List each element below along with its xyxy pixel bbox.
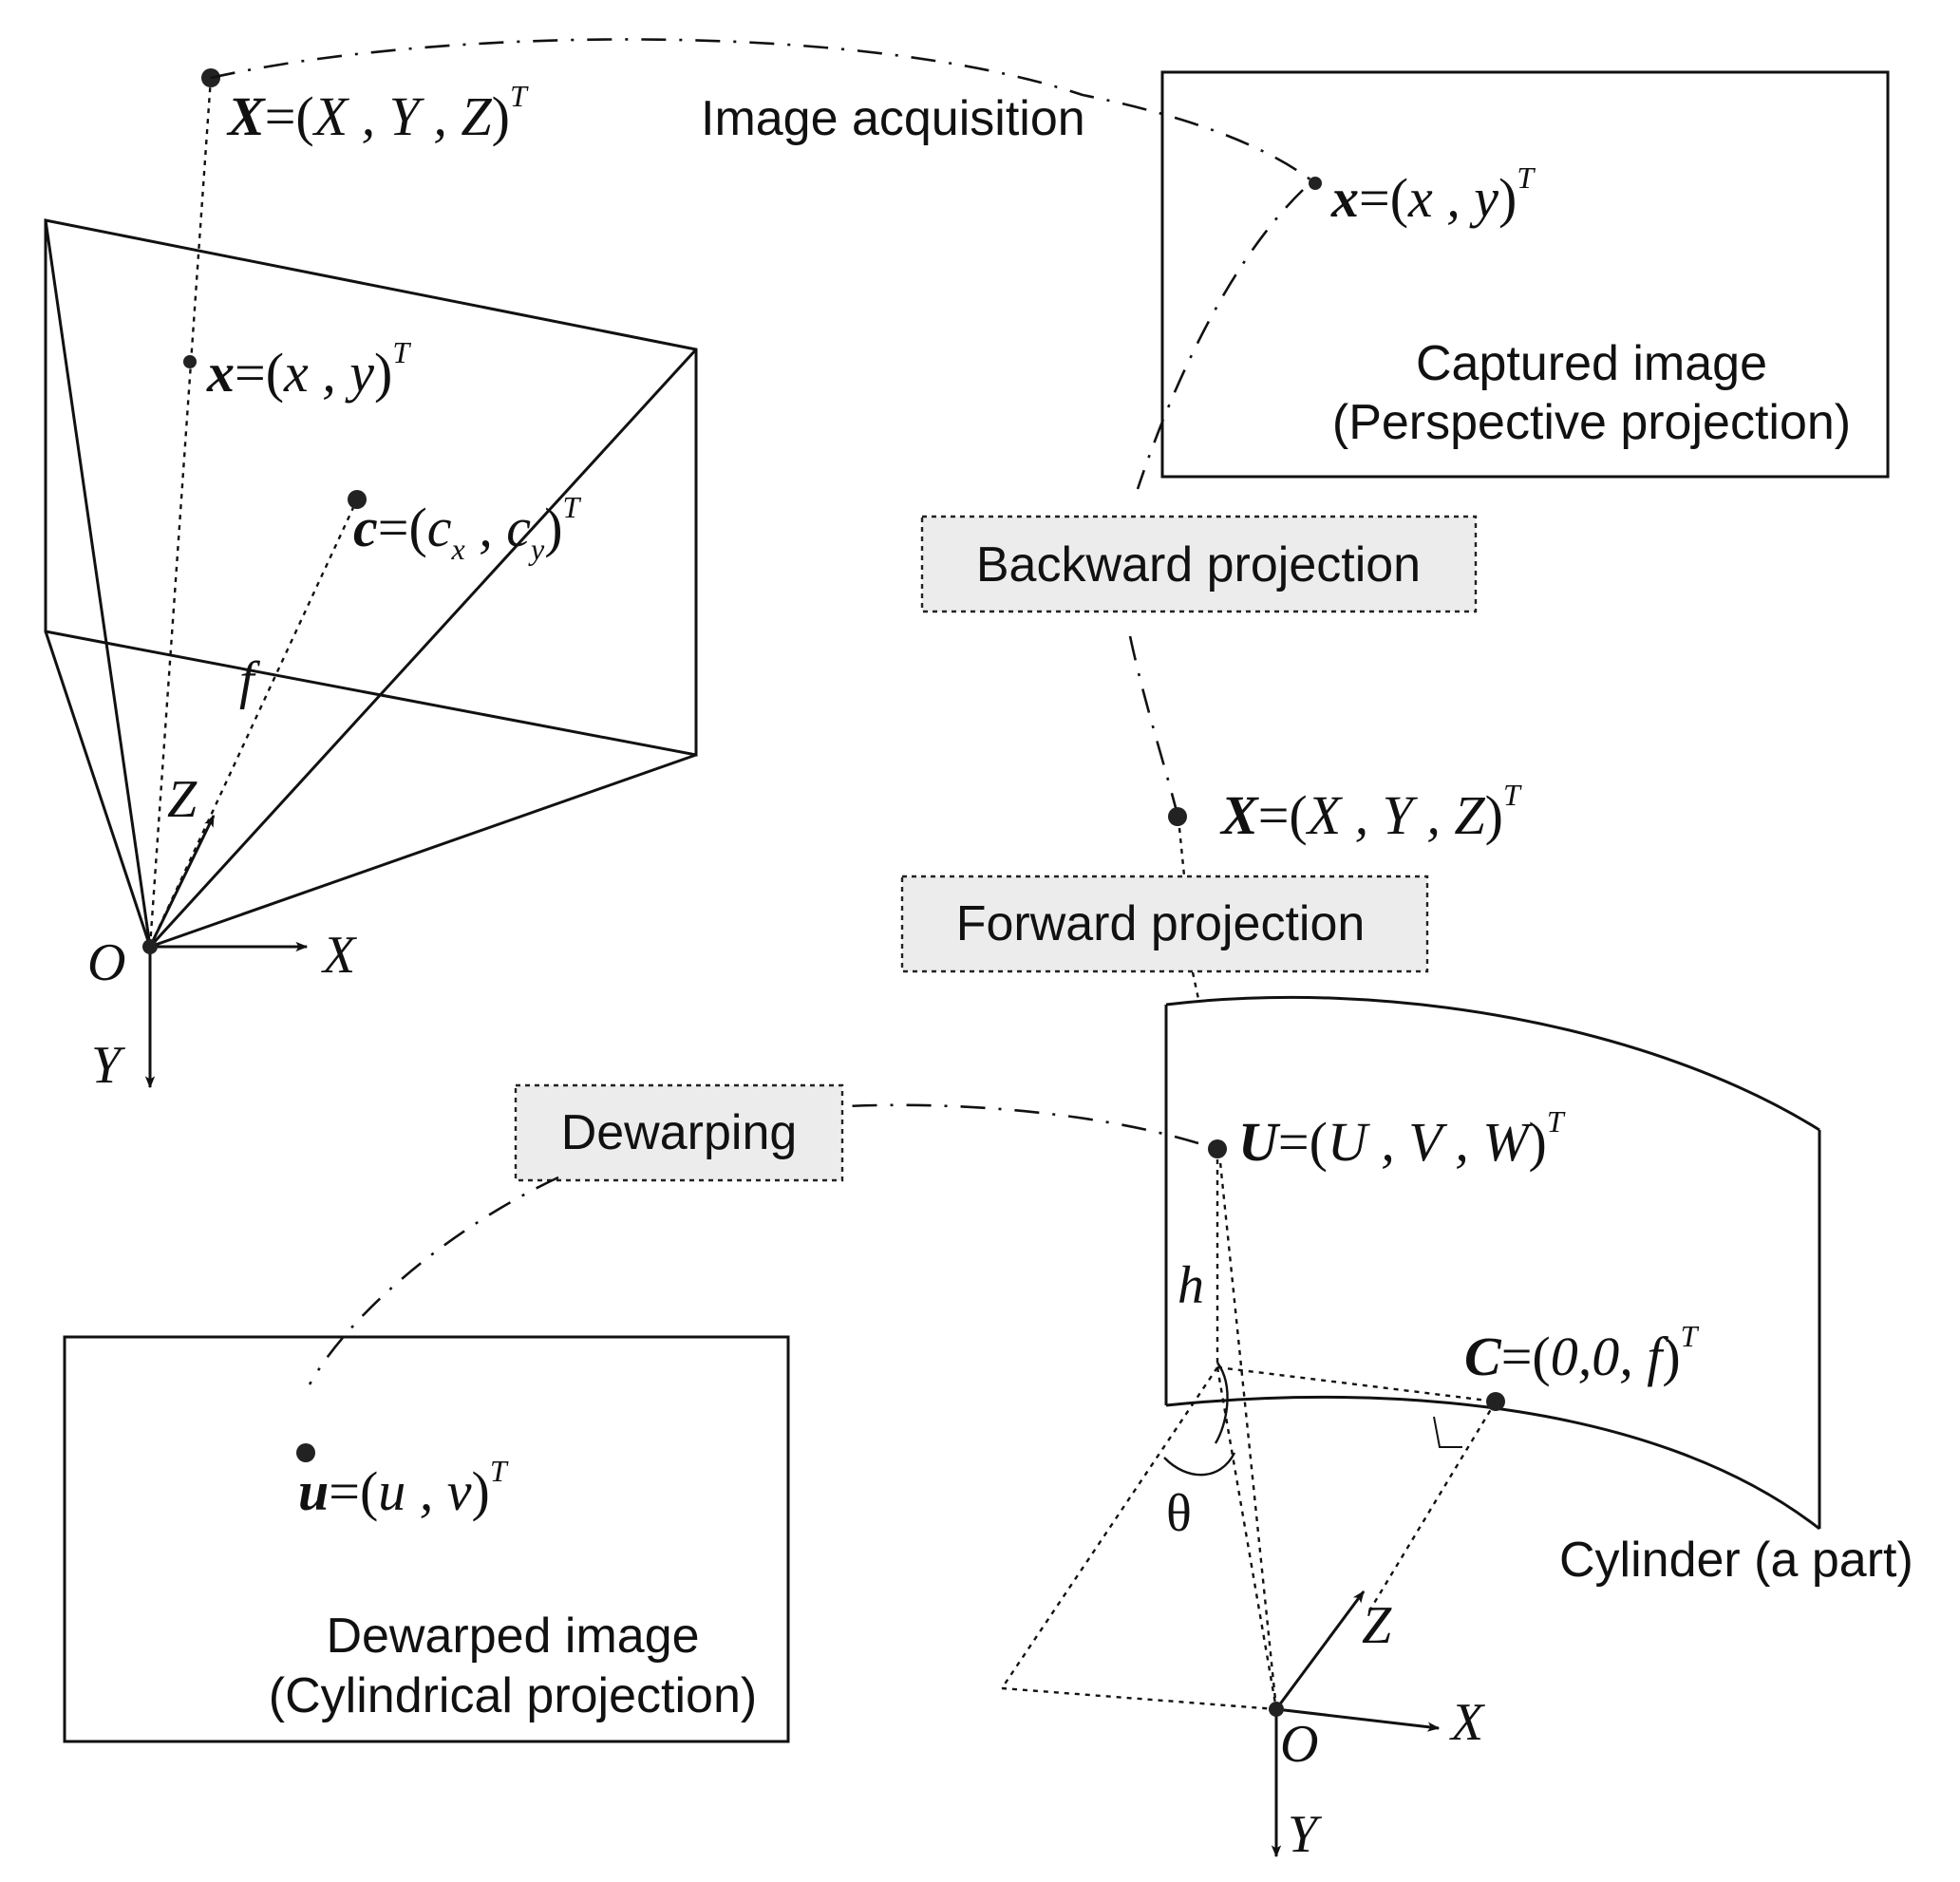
forward-flow-connector-lower <box>1191 971 1200 1000</box>
dewarped-point-dot <box>296 1443 315 1462</box>
dewarped-point-label: u=(u , v)T <box>298 1454 509 1522</box>
left-z-axis-label: Z <box>167 770 198 829</box>
left-y-axis-label: Y <box>91 1036 126 1095</box>
cylinder-surface <box>1164 995 1821 1531</box>
backward-flow-curve-top <box>1136 189 1304 490</box>
dewarped-image-title: Dewarped image <box>326 1609 699 1664</box>
cylinder-point-dot <box>1208 1139 1227 1158</box>
image-acquisition-label: Image acquisition <box>701 91 1085 146</box>
left-x-axis-label: X <box>321 926 358 985</box>
image-point-plane-label: x=(x , y)T <box>206 335 411 404</box>
camera-frustum <box>44 218 698 949</box>
dewarped-image-subtitle: (Cylindrical projection) <box>269 1668 757 1723</box>
acquisition-flow-curve <box>210 38 1316 185</box>
world-point-mid-dot <box>1168 807 1187 826</box>
forward-projection-label: Forward projection <box>956 896 1366 951</box>
dewarping-label: Dewarping <box>561 1105 798 1160</box>
world-point-mid-label: X=(X , Y , Z)T <box>1219 778 1522 846</box>
cylinder-center-dot <box>1486 1392 1505 1411</box>
image-point-plane-dot <box>183 355 197 368</box>
dewarping-flow-curve-right <box>846 1103 1199 1145</box>
right-axes <box>1269 1590 1441 1858</box>
image-point-captured-dot <box>1309 177 1322 190</box>
world-point-top-label: X=(X , Y , Z)T <box>226 79 529 147</box>
principal-point-dot <box>348 490 367 509</box>
backward-projection-box <box>920 515 1478 613</box>
forward-flow-connector <box>1178 827 1186 876</box>
forward-projection-box <box>900 875 1429 973</box>
cylinder-point-label: U=(U , V , W)T <box>1238 1104 1566 1173</box>
angle-label: θ <box>1166 1484 1192 1543</box>
cylinder-center-label: C=(0,0, f)T <box>1464 1319 1700 1387</box>
right-x-axis-label: X <box>1449 1693 1486 1752</box>
captured-image-subtitle: (Perspective projection) <box>1332 395 1851 450</box>
cylinder-geometry <box>1001 1149 1498 1711</box>
right-origin-label: O <box>1280 1715 1318 1774</box>
right-z-axis-label: Z <box>1362 1596 1392 1655</box>
captured-image-frame <box>1160 70 1890 479</box>
cylinder-label: Cylinder (a part) <box>1559 1533 1913 1588</box>
dewarped-image-frame <box>63 1335 790 1743</box>
right-y-axis-label: Y <box>1288 1805 1323 1864</box>
dewarping-flow-curve-left <box>308 1176 559 1385</box>
captured-image-title: Captured image <box>1416 336 1767 391</box>
focal-length-label: f <box>239 651 261 710</box>
left-axes <box>142 814 309 1089</box>
height-label: h <box>1178 1256 1204 1315</box>
principal-point-label: c=(cx , cy)T <box>353 490 582 566</box>
backward-flow-curve-bottom <box>1128 635 1179 816</box>
left-origin-label: O <box>87 933 125 992</box>
camera-rays <box>148 77 359 948</box>
image-point-captured-label: x=(x , y)T <box>1330 160 1536 229</box>
backward-projection-label: Backward projection <box>976 537 1421 593</box>
dewarping-box <box>514 1083 844 1182</box>
